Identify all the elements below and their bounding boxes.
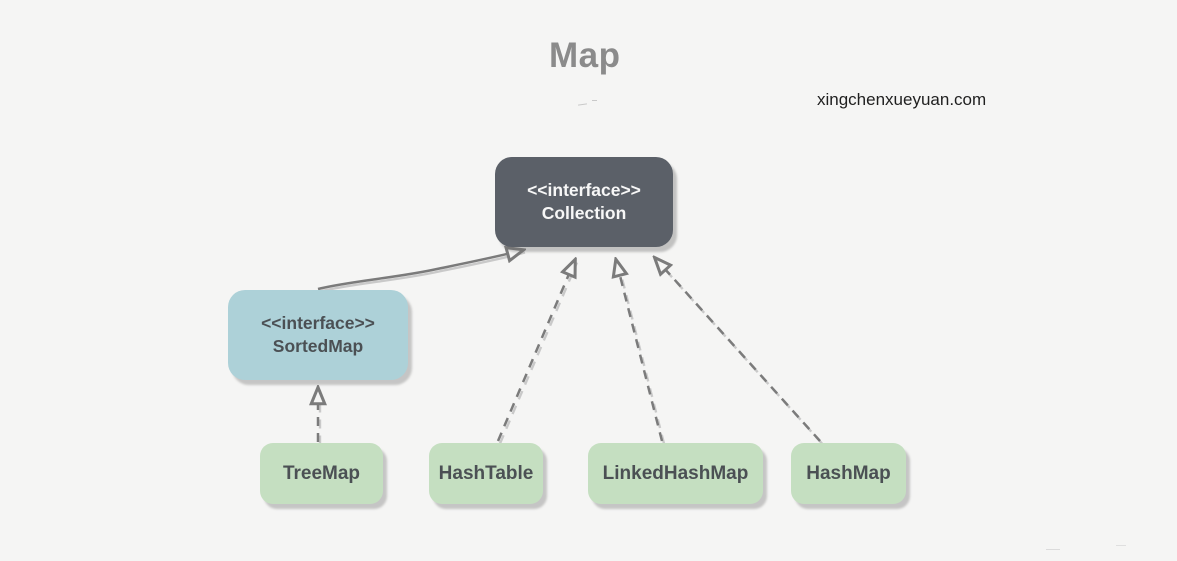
- edge-hashtable-collection: [496, 260, 575, 442]
- node-collection: <<interface>> Collection: [495, 157, 673, 247]
- faint-artifact-mark: [1046, 549, 1060, 550]
- node-hashmap: HashMap: [791, 443, 906, 504]
- node-linkedhashmap-name: LinkedHashMap: [602, 463, 749, 484]
- faint-artifact-mark: [1116, 545, 1126, 546]
- node-linkedhashmap: LinkedHashMap: [588, 443, 763, 504]
- node-sortedmap: <<interface>> SortedMap: [228, 290, 408, 380]
- node-collection-name: Collection: [541, 203, 627, 223]
- diagram-title: Map: [549, 36, 621, 75]
- edge-hashmap-collection: [655, 258, 821, 442]
- node-collection-stereotype: <<interface>>: [527, 180, 641, 200]
- edge-linkedhashmap-collection: [616, 260, 664, 442]
- node-sortedmap-stereotype: <<interface>>: [261, 313, 375, 333]
- node-sortedmap-name: SortedMap: [272, 336, 364, 356]
- faint-artifact-mark: [577, 103, 588, 106]
- faint-artifact-mark: [592, 100, 597, 101]
- node-hashmap-name: HashMap: [806, 463, 891, 484]
- edge-sortedmap-collection: [317, 250, 523, 291]
- watermark-text: xingchenxueyuan.com: [817, 90, 987, 109]
- node-treemap: TreeMap: [260, 443, 383, 504]
- node-treemap-name: TreeMap: [282, 463, 361, 484]
- node-hashtable: HashTable: [429, 443, 543, 504]
- node-hashtable-name: HashTable: [438, 463, 534, 484]
